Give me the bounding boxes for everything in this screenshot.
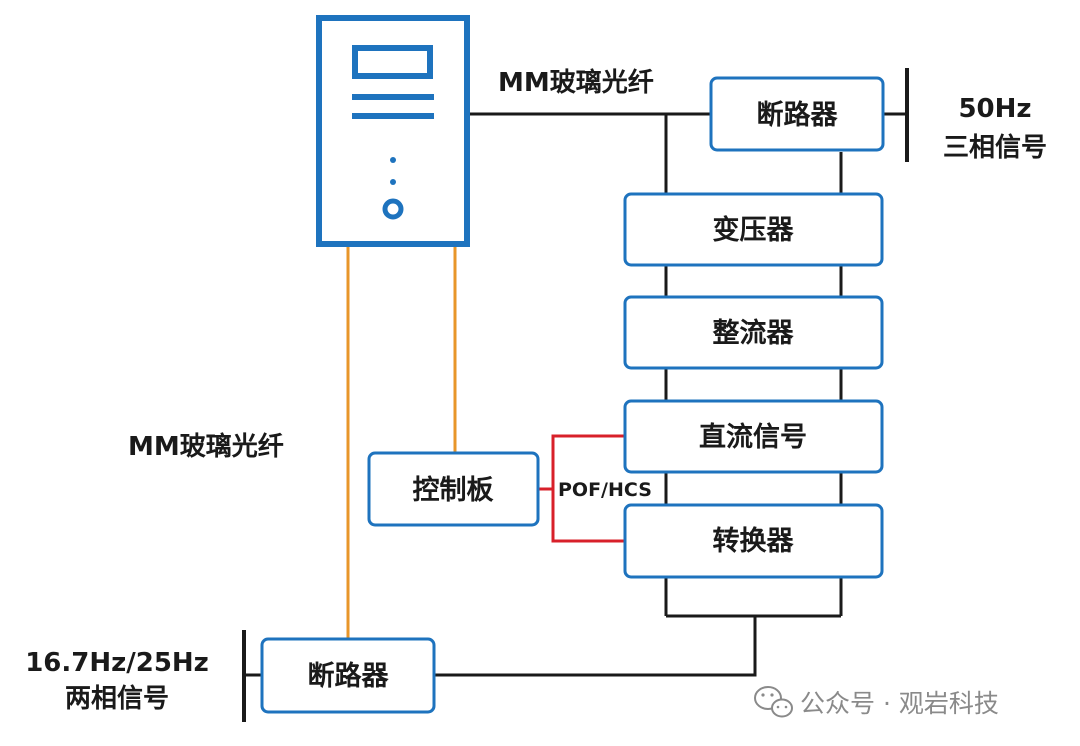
dc-signal-label: 直流信号 bbox=[699, 422, 807, 453]
transformer-label: 变压器 bbox=[713, 214, 795, 246]
orange-fiber-lines bbox=[346, 246, 457, 638]
server-vent-line-1 bbox=[352, 94, 434, 100]
server-unit bbox=[316, 15, 470, 247]
red-pof-lines bbox=[538, 434, 625, 543]
signal-50hz-line2: 三相信号 bbox=[943, 133, 1047, 163]
breaker-bottom-label: 断路器 bbox=[308, 660, 390, 692]
fiber-top-label: MM玻璃光纤 bbox=[498, 67, 654, 98]
server-vent-line-2 bbox=[352, 113, 434, 119]
terminal-bar-16hz bbox=[242, 630, 246, 722]
rectifier-label: 整流器 bbox=[713, 318, 795, 349]
converter-label: 转换器 bbox=[713, 526, 795, 557]
pof-hcs-label: POF/HCS bbox=[558, 479, 652, 501]
box-breaker-bottom: 断路器 bbox=[260, 637, 436, 714]
watermark: 公众号 · 观岩科技 bbox=[754, 686, 999, 718]
box-breaker-top: 断路器 bbox=[709, 76, 885, 152]
red-junction-bracket bbox=[551, 434, 625, 543]
server-display-slot bbox=[352, 45, 433, 79]
box-converter: 转换器 bbox=[623, 503, 884, 579]
signal-50hz-line1: 50Hz bbox=[958, 94, 1031, 124]
box-dc-signal: 直流信号 bbox=[623, 399, 884, 474]
signal-16hz-line1: 16.7Hz/25Hz bbox=[25, 648, 209, 678]
control-board-label: 控制板 bbox=[413, 475, 494, 506]
server-indicator-dot-1 bbox=[390, 157, 396, 163]
terminal-bar-50hz bbox=[905, 68, 909, 162]
box-rectifier: 整流器 bbox=[623, 295, 884, 370]
line-bus-to-bottom-breaker bbox=[434, 616, 757, 677]
box-transformer: 变压器 bbox=[623, 192, 884, 267]
breaker-top-label: 断路器 bbox=[757, 99, 839, 131]
fiber-left-label: MM玻璃光纤 bbox=[128, 431, 284, 462]
server-indicator-dot-2 bbox=[390, 179, 396, 185]
wechat-icon bbox=[754, 686, 793, 718]
box-control-board: 控制板 bbox=[367, 451, 540, 527]
server-power-button bbox=[382, 198, 404, 220]
watermark-text: 公众号 · 观岩科技 bbox=[800, 689, 999, 718]
signal-16hz-line2: 两相信号 bbox=[65, 684, 169, 714]
